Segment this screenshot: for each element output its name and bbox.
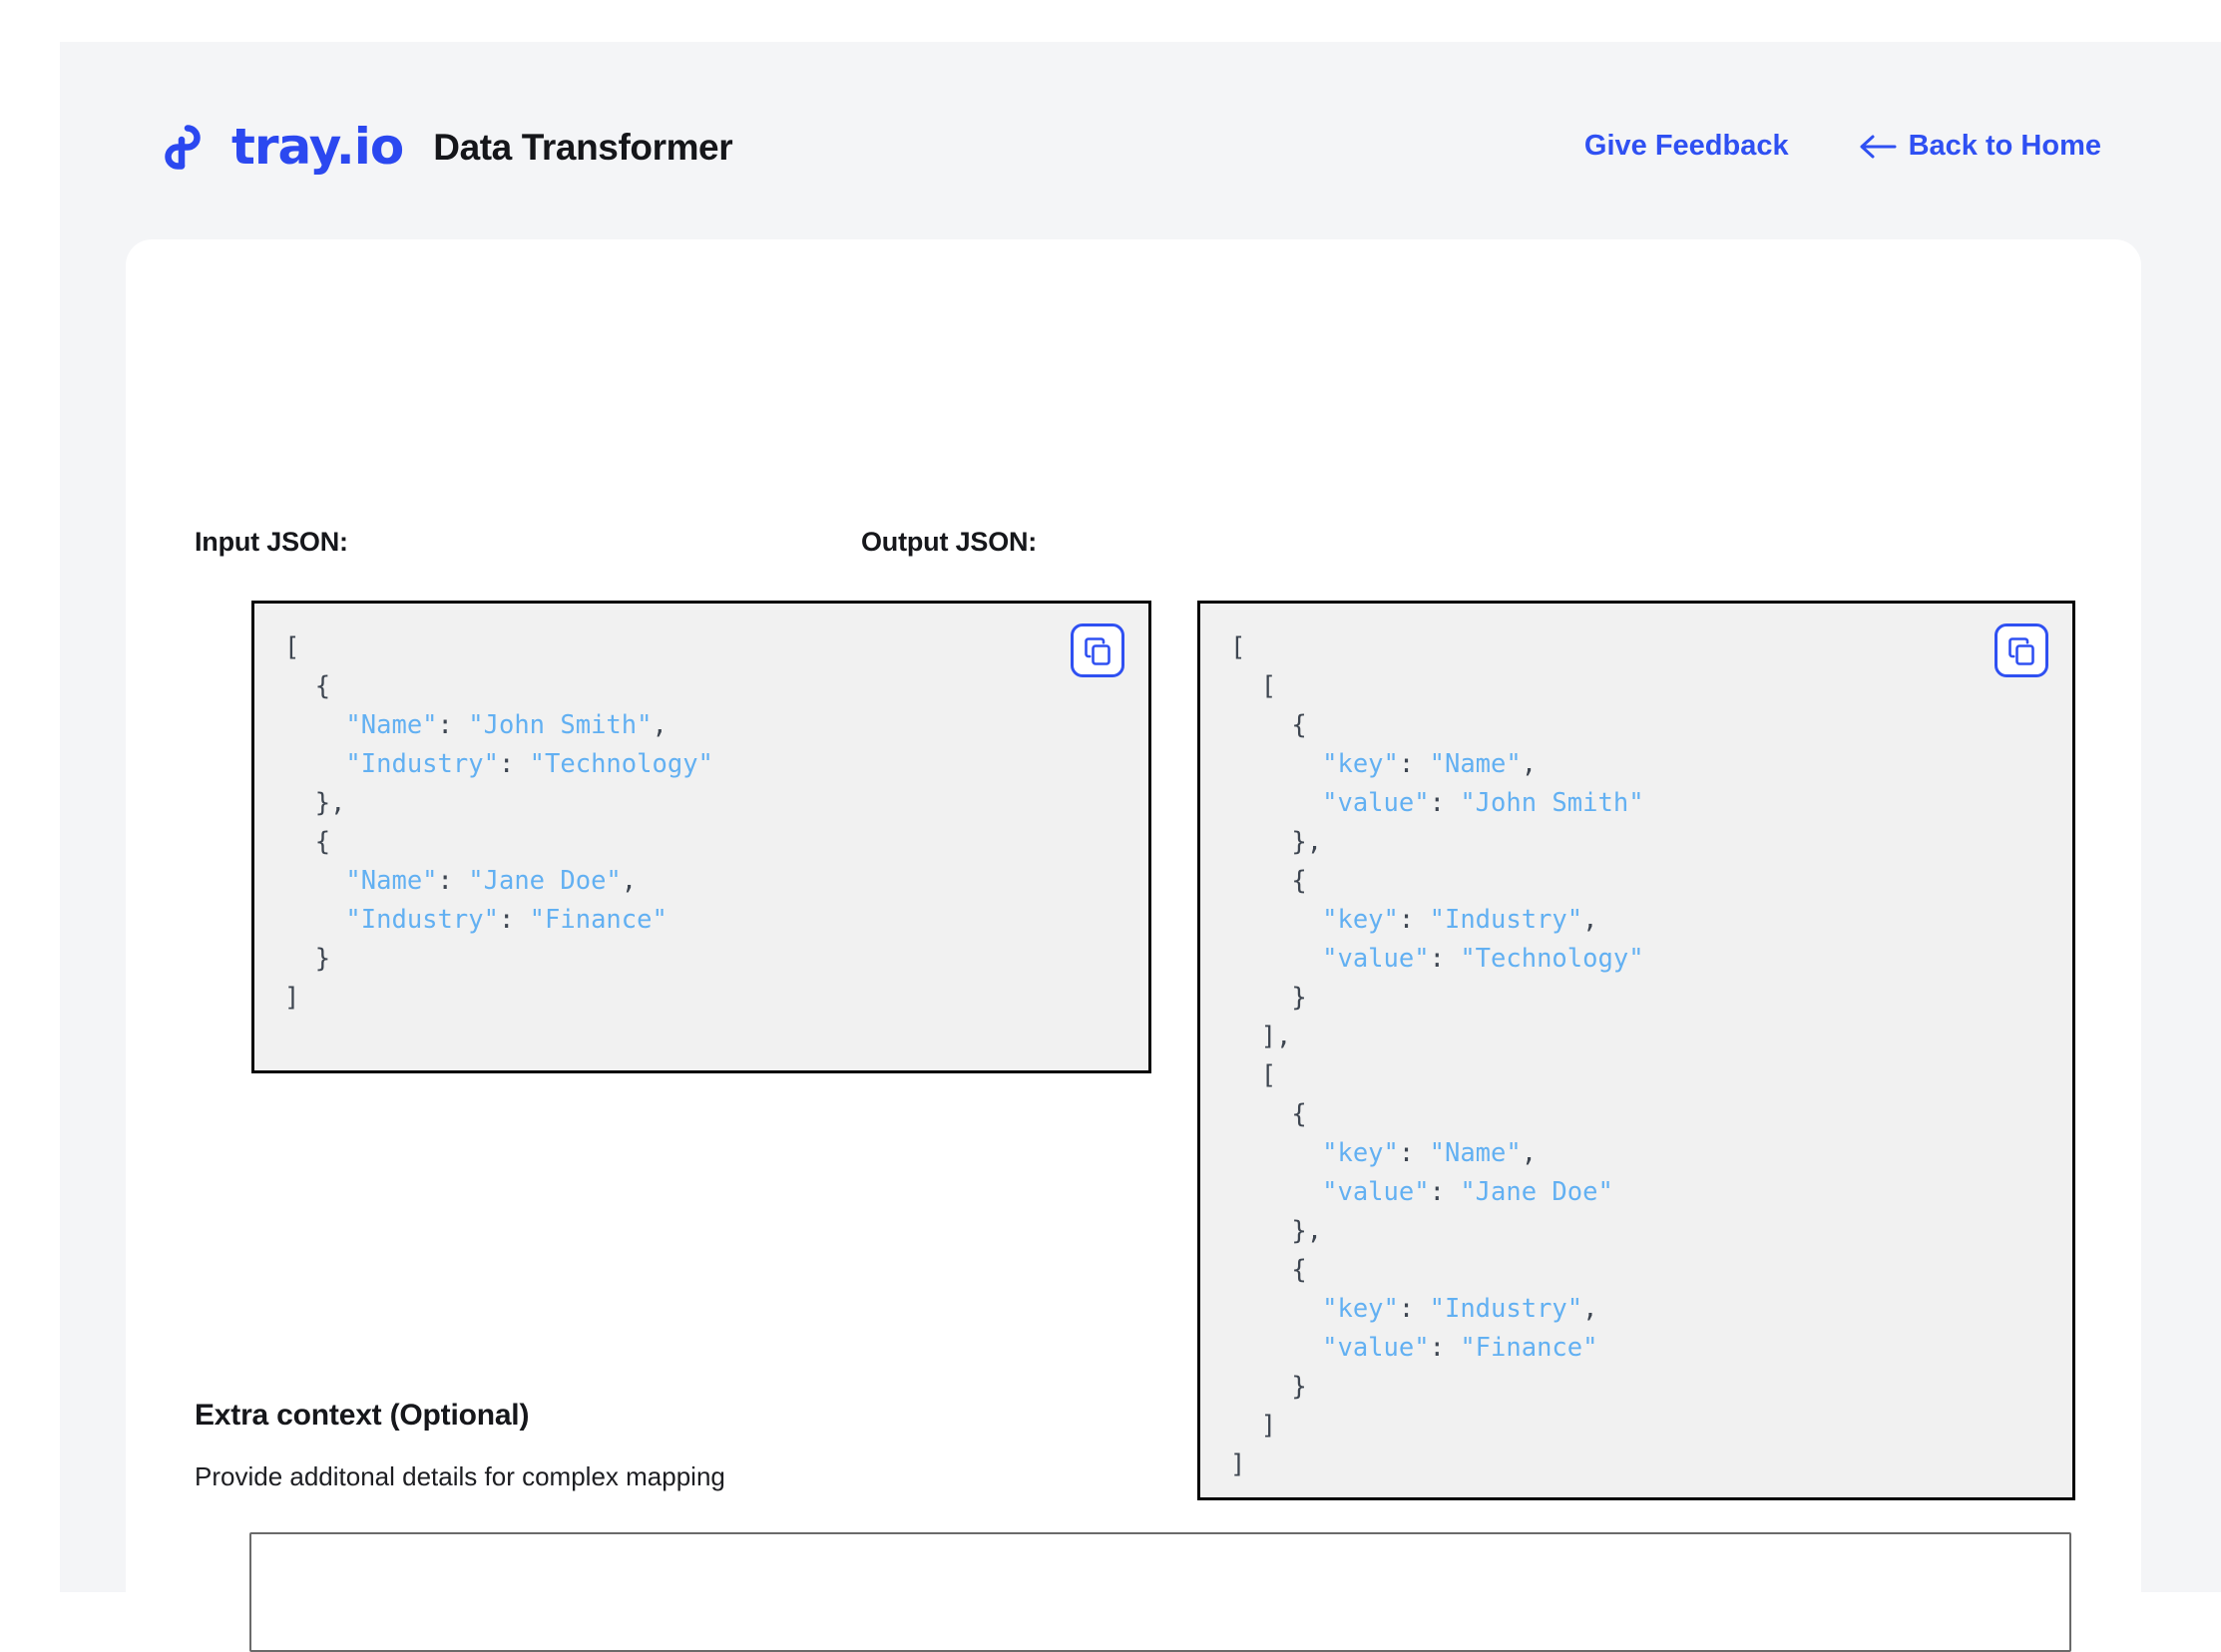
tray-io-logo-mark-icon [156,120,210,174]
brand: tray.io Data Transformer [156,118,733,176]
output-json-code: [ [ { "key": "Name", "value": "John Smit… [1230,632,1644,1479]
copy-icon [2006,635,2036,665]
page-root: tray.io Data Transformer Give Feedback B… [60,42,2221,1652]
app-header: tray.io Data Transformer Give Feedback B… [60,42,2221,239]
copy-icon [1083,635,1112,665]
arrow-left-icon [1859,134,1897,160]
logo-wordmark: tray.io [231,118,404,176]
copy-output-button[interactable] [1995,623,2048,677]
extra-context-description: Provide additonal details for complex ma… [195,1461,725,1491]
copy-input-button[interactable] [1071,623,1124,677]
content-card: Input JSON: [ { "Name": "John Smith", "I… [126,239,2141,1652]
input-json-box[interactable]: [ { "Name": "John Smith", "Industry": "T… [251,601,1151,1073]
give-feedback-link[interactable]: Give Feedback [1584,130,1789,163]
extra-context-heading: Extra context (Optional) [195,1399,530,1432]
page-title: Data Transformer [433,126,733,168]
header-links: Give Feedback Back to Home [1584,130,2101,163]
output-json-box[interactable]: [ [ { "key": "Name", "value": "John Smit… [1197,601,2075,1500]
app-shell: tray.io Data Transformer Give Feedback B… [60,42,2221,1652]
input-json-label: Input JSON: [195,527,348,557]
output-json-label: Output JSON: [861,527,1038,557]
back-to-home-link[interactable]: Back to Home [1859,130,2101,163]
input-json-code: [ { "Name": "John Smith", "Industry": "T… [284,632,713,1013]
give-feedback-label: Give Feedback [1583,130,1789,162]
back-to-home-label: Back to Home [1908,130,2101,162]
extra-context-input[interactable] [249,1532,2071,1652]
